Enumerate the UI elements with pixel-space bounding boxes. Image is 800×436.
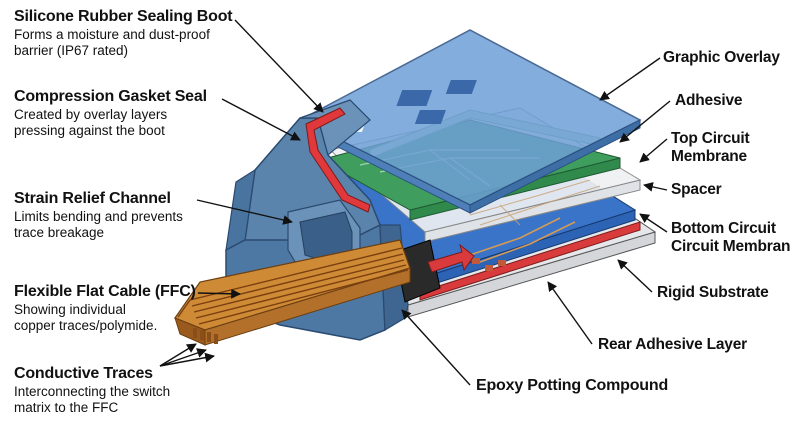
- label-title: Compression Gasket Seal: [14, 88, 207, 105]
- label-conductive-traces: Conductive Traces Interconnecting the sw…: [14, 365, 170, 416]
- label-desc: trace breakage: [14, 224, 105, 240]
- label-title: Top Circuit: [671, 130, 750, 147]
- label-title: Conductive Traces: [14, 365, 153, 382]
- label-title: Membrane: [671, 148, 747, 166]
- conductive-traces: [177, 247, 409, 325]
- label-spacer: Spacer: [671, 181, 722, 199]
- label-desc: copper traces/polymide.: [14, 317, 158, 333]
- flexible-flat-cable: [174, 239, 411, 346]
- label-ffc: Flexible Flat Cable (FFC) Showing indivi…: [14, 283, 196, 334]
- label-desc: barrier (IP67 rated): [14, 42, 129, 58]
- label-title: Flexible Flat Cable (FFC): [14, 283, 196, 300]
- label-title: Bottom Circuit: [671, 220, 776, 237]
- label-top-circuit-membrane: Top Circuit Membrane: [671, 130, 750, 167]
- label-silicone-boot: Silicone Rubber Sealing Boot Forms a moi…: [14, 8, 233, 59]
- label-title: Rigid Substrate: [657, 284, 769, 301]
- label-title: Strain Relief Channel: [14, 190, 171, 207]
- label-adhesive: Adhesive: [675, 92, 743, 110]
- label-graphic-overlay: Graphic Overlay: [663, 49, 780, 67]
- label-desc: Forms a moisture and dust-proof: [14, 26, 210, 42]
- compression-gasket-seal: [305, 107, 371, 213]
- rear-adhesive-layer: [419, 221, 641, 301]
- label-bottom-circuit-membrane: Bottom Circuit Circuit Membran: [671, 220, 791, 257]
- label-desc: pressing against the boot: [14, 122, 165, 138]
- label-desc: Limits bending and prevents: [14, 208, 183, 224]
- ffc-exposed-trace-ends: [193, 328, 218, 344]
- label-compression-gasket: Compression Gasket Seal Created by overl…: [14, 88, 207, 139]
- label-desc: Interconnecting the switch: [14, 383, 171, 399]
- label-desc: Created by overlay layers: [14, 106, 168, 122]
- label-desc: matrix to the FFC: [14, 399, 119, 415]
- label-title: Circuit Membran: [671, 238, 791, 256]
- label-title: Graphic Overlay: [663, 49, 780, 66]
- epoxy-potting-compound: [394, 239, 475, 303]
- label-strain-relief: Strain Relief Channel Limits bending and…: [14, 190, 183, 241]
- label-rigid-substrate: Rigid Substrate: [657, 284, 769, 302]
- label-title: Spacer: [671, 181, 722, 198]
- label-title: Silicone Rubber Sealing Boot: [14, 8, 233, 25]
- label-rear-adhesive-layer: Rear Adhesive Layer: [598, 336, 747, 354]
- label-epoxy-potting: Epoxy Potting Compound: [476, 377, 668, 396]
- label-title: Adhesive: [675, 92, 743, 109]
- leader-lines: [159, 19, 671, 386]
- label-title: Rear Adhesive Layer: [598, 336, 747, 353]
- label-desc: Showing individual: [14, 301, 126, 317]
- label-title: Epoxy Potting Compound: [476, 377, 669, 394]
